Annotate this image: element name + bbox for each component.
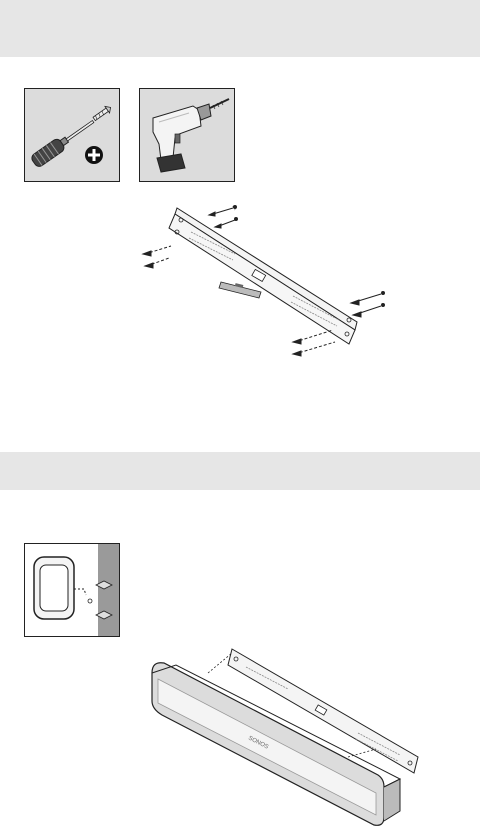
section-header-band-1 bbox=[0, 0, 480, 57]
section-header-band-2 bbox=[0, 452, 480, 490]
drill-panel bbox=[139, 88, 235, 182]
bracket-hook-closeup-panel bbox=[24, 543, 120, 637]
soundbar-mount-diagram: SONOS bbox=[148, 645, 428, 829]
soundbar: SONOS bbox=[151, 652, 402, 826]
wall-mount-bracket bbox=[227, 648, 419, 774]
screws-right bbox=[291, 291, 385, 357]
bracket-hook-closeup bbox=[33, 544, 119, 636]
screwdriver-icon bbox=[31, 105, 112, 167]
phillips-bit-icon bbox=[85, 146, 103, 164]
screwdriver-panel bbox=[24, 88, 120, 182]
level-tool bbox=[218, 281, 262, 299]
screws-left bbox=[141, 205, 238, 269]
wall-mount-bracket-diagram bbox=[135, 198, 395, 368]
power-drill-icon bbox=[152, 98, 230, 173]
wall-mount-bracket bbox=[168, 207, 358, 345]
